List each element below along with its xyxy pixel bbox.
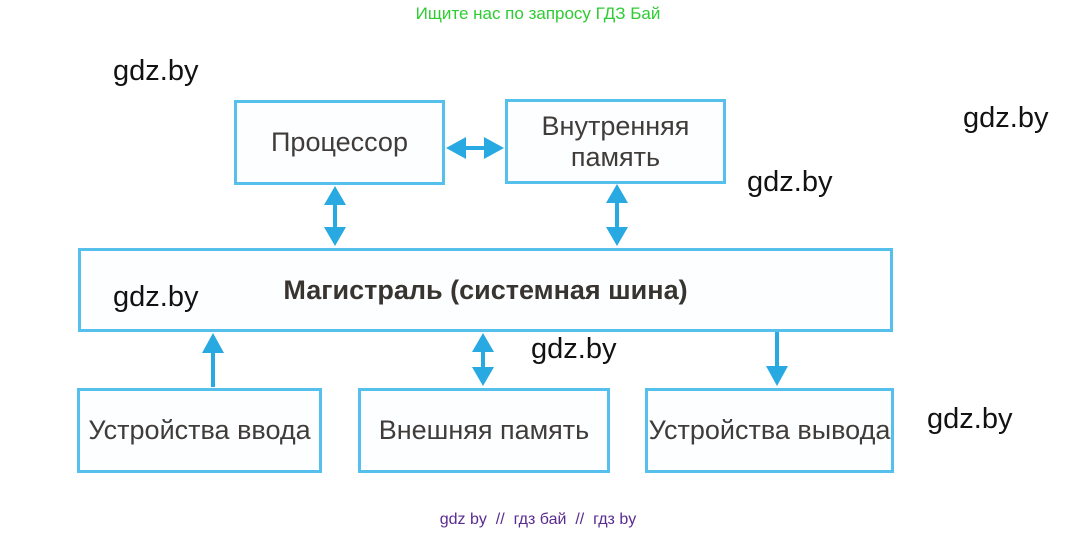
node-internal-memory: Внутренняя память: [505, 99, 726, 184]
node-external-memory: Внешняя память: [358, 388, 610, 473]
node-external-memory-label: Внешняя память: [378, 415, 590, 446]
watermark-gdz-mid-right: gdz.by: [747, 166, 833, 198]
arrow-external-memory-bus: [472, 333, 494, 386]
watermark-gdz-top-right: gdz.by: [963, 102, 1049, 134]
watermark-gdz-top-left: gdz.by: [113, 55, 199, 87]
node-processor-label: Процессор: [271, 127, 408, 158]
node-output-devices-label: Устройства вывода: [648, 415, 891, 446]
node-input-devices: Устройства ввода: [77, 388, 322, 473]
arrow-internal-memory-bus: [606, 184, 628, 246]
arrow-processor-internal-memory: [446, 137, 504, 159]
node-processor: Процессор: [234, 100, 445, 185]
arrow-processor-bus: [324, 186, 346, 246]
watermark-gdz-bot-right: gdz.by: [927, 403, 1013, 435]
node-internal-memory-label: Внутренняя память: [541, 111, 690, 172]
node-system-bus-label: Магистраль (системная шина): [283, 274, 688, 305]
footer-promo-text: gdz by // гдз бай // гдз by: [439, 511, 637, 528]
node-input-devices-label: Устройства ввода: [88, 415, 311, 446]
node-output-devices: Устройства вывода: [645, 388, 894, 473]
arrow-bus-output-devices: [766, 332, 788, 386]
header-promo-text: Ищите нас по запросу ГДЗ Бай: [415, 4, 661, 23]
watermark-gdz-in-bus: gdz.by: [113, 281, 199, 313]
node-system-bus: Магистраль (системная шина): [78, 248, 893, 332]
watermark-gdz-mid-center: gdz.by: [531, 333, 617, 365]
arrow-input-devices-bus: [202, 333, 224, 387]
